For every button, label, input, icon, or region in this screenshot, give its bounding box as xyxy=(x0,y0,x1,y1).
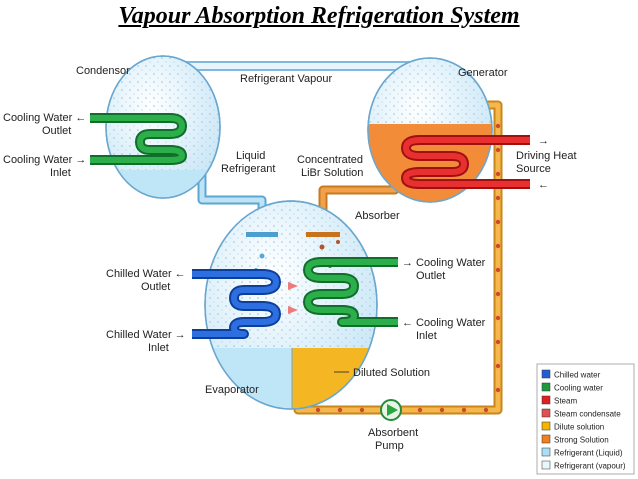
label-evaporator: Evaporator xyxy=(205,384,259,396)
absorbent-pump xyxy=(380,399,402,421)
legend-label: Chilled water xyxy=(554,371,601,380)
label-cw-outlet-mid: → Cooling Water xyxy=(402,257,486,269)
legend-label: Steam condensate xyxy=(554,410,621,419)
label-chilled-outlet: Chilled Water ← xyxy=(106,268,186,280)
label-generator: Generator xyxy=(458,67,508,79)
label-driving-heat: Driving Heat xyxy=(516,150,577,162)
legend-swatch xyxy=(541,382,551,392)
label-cw-outlet-top-2: Outlet xyxy=(42,125,71,137)
legend-swatch xyxy=(541,408,551,418)
legend-label: Steam xyxy=(554,397,577,406)
label-absorbent-pump: Absorbent xyxy=(368,427,418,439)
solution-spray-bar xyxy=(306,232,340,237)
refrigerant-spray-bar xyxy=(246,232,278,237)
label-absorbent-pump-2: Pump xyxy=(375,440,404,452)
label-liquid-refrigerant-2: Refrigerant xyxy=(221,163,275,175)
legend-label: Dilute solution xyxy=(554,423,604,432)
legend-label: Refrigerant (vapour) xyxy=(554,462,626,471)
label-refrigerant-vapour: Refrigerant Vapour xyxy=(240,73,332,85)
label-absorber: Absorber xyxy=(355,210,400,222)
legend-swatch xyxy=(541,395,551,405)
label-diluted-solution: Diluted Solution xyxy=(353,367,430,379)
label-chilled-inlet: Chilled Water → xyxy=(106,329,186,341)
legend-label: Cooling water xyxy=(554,384,603,393)
label-concentrated: Concentrated xyxy=(297,154,363,166)
legend-swatch xyxy=(541,447,551,457)
legend-swatch xyxy=(541,460,551,470)
legend-label: Refrigerant (Liquid) xyxy=(554,449,623,458)
vapour-transfer-arrows xyxy=(288,282,298,314)
diagram-title: Vapour Absorption Refrigeration System xyxy=(118,3,520,29)
label-condensor: Condensor xyxy=(76,65,130,77)
legend-swatch xyxy=(541,434,551,444)
label-cw-outlet-top: Cooling Water ← xyxy=(3,112,86,124)
label-cw-inlet-top: Cooling Water → xyxy=(3,154,86,166)
legend-label: Strong Solution xyxy=(554,436,609,445)
label-arrow-steam-in: ← xyxy=(538,179,549,191)
label-cw-outlet-mid-2: Outlet xyxy=(416,270,445,282)
label-driving-heat-2: Source xyxy=(516,163,551,175)
legend-swatch xyxy=(541,369,551,379)
label-cw-inlet-mid: ← Cooling Water xyxy=(402,317,486,329)
label-cw-inlet-mid-2: Inlet xyxy=(416,330,437,342)
label-liquid-refrigerant: Liquid xyxy=(236,150,265,162)
label-chilled-outlet-2: Outlet xyxy=(141,281,170,293)
label-chilled-inlet-2: Inlet xyxy=(148,342,169,354)
pipe-flow-dots xyxy=(315,123,501,413)
legend-swatch xyxy=(541,421,551,431)
label-arrow-steam-out: → xyxy=(538,135,549,147)
label-cw-inlet-top-2: Inlet xyxy=(50,167,71,179)
label-concentrated-2: LiBr Solution xyxy=(301,167,363,179)
